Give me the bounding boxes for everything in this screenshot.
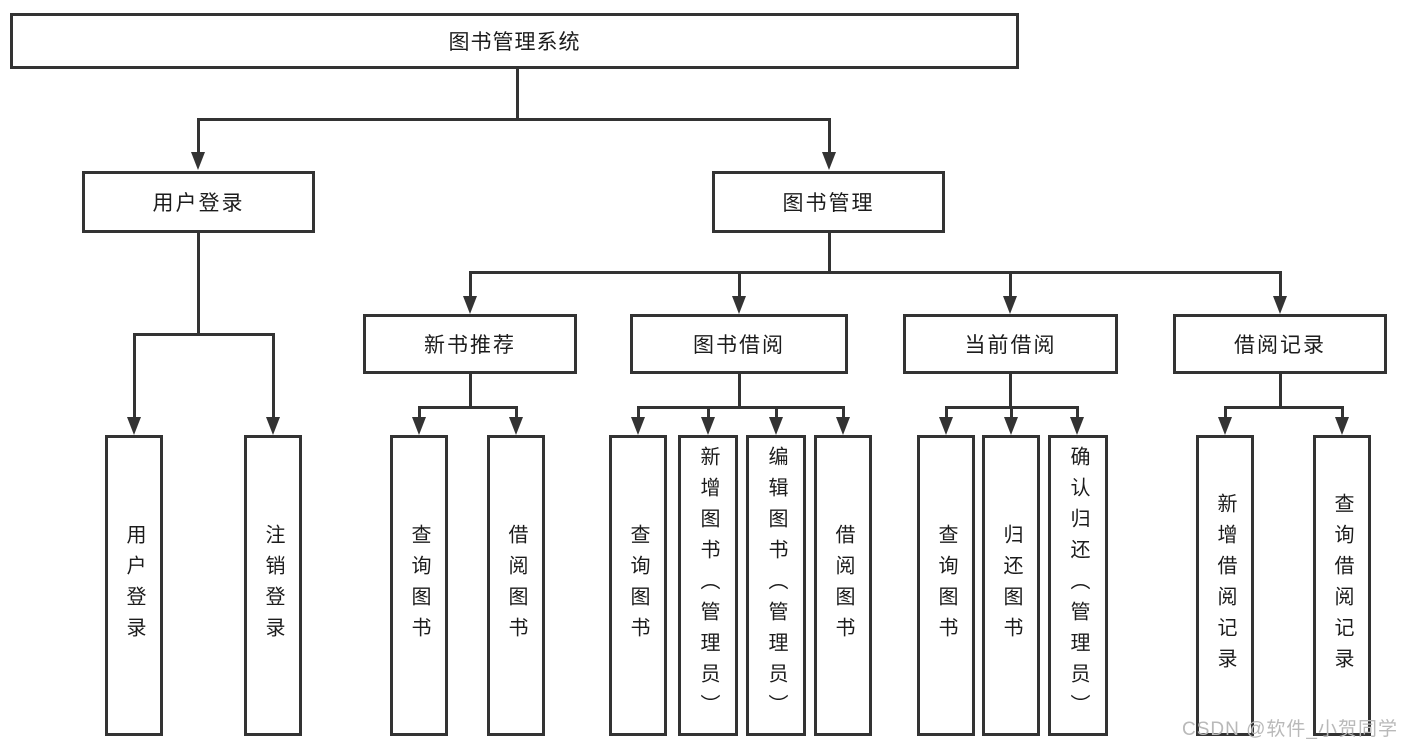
connector-line xyxy=(828,233,831,274)
node-user-login: 用户登录 xyxy=(82,171,315,233)
connector-line xyxy=(133,333,136,419)
arrow-down-icon xyxy=(701,417,715,435)
connector-line xyxy=(637,406,640,419)
connector-line xyxy=(197,118,831,121)
connector-line xyxy=(469,271,1282,274)
watermark: CSDN @软件_小贺同学 xyxy=(1182,719,1398,740)
arrow-down-icon xyxy=(631,417,645,435)
leaf-borrow-query-book-label: 查询图书 xyxy=(627,523,649,648)
connector-line xyxy=(738,374,741,409)
connector-line xyxy=(418,406,421,419)
arrow-down-icon xyxy=(769,417,783,435)
node-user-login-label: 用户登录 xyxy=(152,192,245,215)
arrow-down-icon xyxy=(822,152,836,170)
leaf-borrow-query-book: 查询图书 xyxy=(609,435,667,736)
connector-line xyxy=(418,406,517,409)
node-new-book-recommend-label: 新书推荐 xyxy=(424,334,516,357)
leaf-borrow-edit-book-label: 编辑图书（管理员） xyxy=(765,446,787,725)
arrow-down-icon xyxy=(127,417,141,435)
leaf-logout: 注销登录 xyxy=(244,435,302,736)
leaf-current-return-book: 归还图书 xyxy=(982,435,1040,736)
node-current-borrow-label: 当前借阅 xyxy=(964,334,1057,357)
connector-line xyxy=(197,233,200,336)
arrow-down-icon xyxy=(836,417,850,435)
connector-line xyxy=(1279,374,1282,409)
connector-line xyxy=(1279,271,1282,298)
leaf-current-query-book: 查询图书 xyxy=(917,435,975,736)
arrow-down-icon xyxy=(266,417,280,435)
node-book-borrow: 图书借阅 xyxy=(630,314,848,374)
connector-line xyxy=(469,374,472,409)
leaf-record-query-label: 查询借阅记录 xyxy=(1331,492,1353,679)
connector-line xyxy=(945,406,948,419)
node-new-book-recommend: 新书推荐 xyxy=(363,314,577,374)
connector-line xyxy=(515,406,518,419)
connector-line xyxy=(1010,406,1013,419)
connector-line xyxy=(1009,374,1012,409)
leaf-borrow-add-book: 新增图书（管理员） xyxy=(678,435,738,736)
connector-line xyxy=(1224,406,1227,419)
connector-line xyxy=(1009,271,1012,298)
leaf-logout-label: 注销登录 xyxy=(262,523,284,648)
arrow-down-icon xyxy=(191,152,205,170)
leaf-borrow-borrow-book: 借阅图书 xyxy=(814,435,872,736)
leaf-user-login: 用户登录 xyxy=(105,435,163,736)
leaf-record-add-label: 新增借阅记录 xyxy=(1214,492,1236,679)
arrow-down-icon xyxy=(1070,417,1084,435)
node-book-borrow-label: 图书借阅 xyxy=(693,334,785,357)
connector-line xyxy=(272,333,275,419)
arrow-down-icon xyxy=(1273,296,1287,314)
leaf-borrow-edit-book: 编辑图书（管理员） xyxy=(746,435,806,736)
leaf-recommend-query-book: 查询图书 xyxy=(390,435,448,736)
leaf-current-return-book-label: 归还图书 xyxy=(1000,523,1022,648)
connector-line xyxy=(1076,406,1079,419)
leaf-recommend-borrow-book: 借阅图书 xyxy=(487,435,545,736)
arrow-down-icon xyxy=(1004,417,1018,435)
leaf-borrow-borrow-book-label: 借阅图书 xyxy=(832,523,854,648)
connector-line xyxy=(516,68,519,120)
connector-line xyxy=(1224,406,1344,409)
node-root: 图书管理系统 xyxy=(10,13,1019,69)
node-current-borrow: 当前借阅 xyxy=(903,314,1118,374)
connector-line xyxy=(738,271,741,298)
leaf-recommend-borrow-book-label: 借阅图书 xyxy=(505,523,527,648)
connector-line xyxy=(197,118,200,154)
arrow-down-icon xyxy=(412,417,426,435)
node-borrow-record: 借阅记录 xyxy=(1173,314,1387,374)
connector-line xyxy=(637,406,845,409)
leaf-current-query-book-label: 查询图书 xyxy=(935,523,957,648)
leaf-record-query: 查询借阅记录 xyxy=(1313,435,1371,736)
leaf-record-add: 新增借阅记录 xyxy=(1196,435,1254,736)
leaf-current-confirm-return-label: 确认归还（管理员） xyxy=(1067,446,1089,725)
leaf-borrow-add-book-label: 新增图书（管理员） xyxy=(697,446,719,725)
arrow-down-icon xyxy=(732,296,746,314)
arrow-down-icon xyxy=(939,417,953,435)
node-book-management-label: 图书管理 xyxy=(782,192,875,215)
arrow-down-icon xyxy=(1003,296,1017,314)
arrow-down-icon xyxy=(509,417,523,435)
connector-line xyxy=(707,406,710,419)
node-root-label: 图书管理系统 xyxy=(448,31,581,54)
arrow-down-icon xyxy=(463,296,477,314)
node-borrow-record-label: 借阅记录 xyxy=(1234,334,1326,357)
connector-line xyxy=(1341,406,1344,419)
connector-line xyxy=(842,406,845,419)
leaf-recommend-query-book-label: 查询图书 xyxy=(408,523,430,648)
connector-line xyxy=(828,118,831,154)
leaf-user-login-label: 用户登录 xyxy=(123,523,145,648)
connector-line xyxy=(133,333,274,336)
node-book-management: 图书管理 xyxy=(712,171,945,233)
connector-line xyxy=(469,271,472,298)
leaf-current-confirm-return: 确认归还（管理员） xyxy=(1048,435,1108,736)
connector-line xyxy=(775,406,778,419)
arrow-down-icon xyxy=(1335,417,1349,435)
arrow-down-icon xyxy=(1218,417,1232,435)
